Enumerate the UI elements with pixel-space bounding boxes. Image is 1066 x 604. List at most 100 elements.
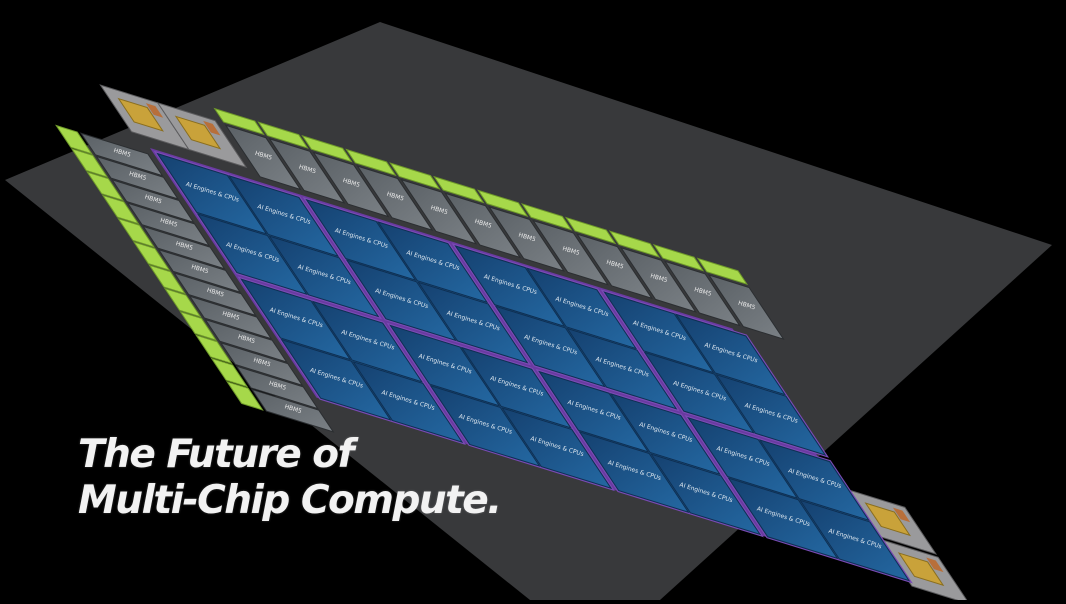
headline-line-1: The Future of bbox=[78, 432, 354, 477]
hbm-base-pad bbox=[564, 216, 617, 245]
hbm-stack-label: HBM5 bbox=[159, 217, 178, 229]
hbm-stack-label: HBM5 bbox=[253, 357, 272, 369]
compute-tile bbox=[352, 360, 464, 443]
hbm-base-pad bbox=[696, 257, 749, 286]
io-die-component bbox=[926, 557, 944, 573]
compute-tile bbox=[758, 439, 870, 522]
compute-tile bbox=[538, 370, 650, 453]
hbm-base-pad bbox=[101, 194, 140, 225]
hbm-stack-label: HBM5 bbox=[737, 300, 756, 312]
io-die-component bbox=[892, 507, 911, 523]
hbm-stack bbox=[173, 272, 257, 317]
hbm-base-pad bbox=[257, 121, 309, 149]
io-die-chip bbox=[897, 552, 945, 587]
hbm-stack-label: HBM5 bbox=[190, 264, 209, 276]
hbm-base-pad bbox=[210, 357, 249, 388]
hbm-base-pad bbox=[477, 189, 529, 217]
hbm-base-pad bbox=[608, 230, 661, 258]
compute-tile bbox=[500, 407, 613, 490]
hbm-stacks-bottom: HBM5HBM5HBM5HBM5HBM5HBM5HBM5HBM5HBM5HBM5… bbox=[55, 124, 335, 433]
hbm-stack bbox=[188, 295, 273, 340]
compute-tile bbox=[643, 351, 755, 434]
hbm-stack bbox=[532, 219, 609, 286]
hbm-stacks-top: HBM5HBM5HBM5HBM5HBM5HBM5HBM5HBM5HBM5HBM5… bbox=[213, 107, 785, 340]
hbm-base-pad bbox=[652, 243, 705, 272]
hbm-stack-label: HBM5 bbox=[268, 380, 287, 392]
hbm-base-pad bbox=[179, 311, 218, 341]
io-die-chip bbox=[174, 115, 222, 150]
hbm-stack-label: HBM5 bbox=[254, 150, 273, 162]
io-dies bbox=[99, 84, 970, 604]
hbm-stack bbox=[126, 202, 211, 247]
hbm-stack bbox=[235, 365, 319, 410]
compute-tile bbox=[798, 499, 911, 582]
hbm-base-pad bbox=[433, 175, 485, 204]
compute-tile bbox=[460, 346, 573, 429]
hbm-base-pad bbox=[301, 134, 353, 163]
compute-tile bbox=[649, 453, 762, 536]
compute-tile bbox=[566, 327, 678, 410]
hbm-stack bbox=[619, 246, 697, 313]
compute-tile bbox=[578, 431, 690, 514]
hbm-base-pad bbox=[132, 241, 171, 272]
hbm-stack-label: HBM5 bbox=[605, 259, 624, 271]
hbm-stack bbox=[224, 124, 302, 191]
hbm-stack bbox=[268, 138, 346, 204]
hbm-base-pad bbox=[86, 171, 124, 202]
compute-tile bbox=[494, 305, 606, 388]
hbm-base-pad bbox=[117, 217, 156, 248]
io-die-chip bbox=[864, 502, 912, 537]
compute-tile bbox=[305, 198, 417, 281]
hbm-stack bbox=[356, 165, 434, 232]
hbm-base-pad bbox=[213, 107, 265, 136]
compute-tile bbox=[196, 213, 308, 296]
hbm-base-pad bbox=[70, 147, 109, 178]
compute-tile bbox=[525, 267, 638, 350]
hbm-stack bbox=[663, 260, 741, 327]
hbm-base-pad bbox=[194, 334, 233, 365]
io-die-component bbox=[203, 120, 221, 136]
hbm-stack bbox=[575, 233, 653, 300]
compute-tile bbox=[687, 416, 799, 499]
hbm-base-pad bbox=[389, 162, 441, 190]
hbm-stack bbox=[219, 342, 304, 387]
hbm-stack bbox=[157, 248, 242, 293]
compute-tile bbox=[268, 235, 380, 318]
headline-line-2: Multi-Chip Compute. bbox=[78, 478, 502, 523]
hbm-stack bbox=[488, 206, 566, 272]
hbm-stack-label: HBM5 bbox=[128, 170, 147, 182]
compute-tile bbox=[227, 174, 340, 257]
compute-tile bbox=[280, 338, 392, 421]
hbm-stack-label: HBM5 bbox=[284, 403, 303, 415]
hbm-stack-label: HBM5 bbox=[221, 310, 240, 322]
compute-tile bbox=[727, 477, 839, 560]
compute-tile bbox=[417, 281, 529, 364]
compute-tile bbox=[156, 152, 268, 235]
hbm-stack-label: HBM5 bbox=[237, 333, 256, 345]
hbm-stack-label: HBM5 bbox=[649, 272, 668, 284]
hbm-stack bbox=[312, 151, 390, 218]
compute-tile bbox=[429, 384, 541, 467]
compute-tile bbox=[674, 313, 787, 396]
hbm-stack-label: HBM5 bbox=[386, 191, 405, 203]
hbm-stack-label: HBM5 bbox=[175, 240, 194, 252]
hbm-stack-label: HBM5 bbox=[342, 177, 361, 189]
compute-tile bbox=[603, 291, 715, 374]
hbm-stack-label: HBM5 bbox=[144, 194, 163, 206]
hbm-stack bbox=[110, 178, 195, 224]
compute-tile bbox=[454, 245, 566, 328]
hbm-stack bbox=[204, 318, 288, 363]
compute-tile bbox=[311, 300, 424, 383]
hbm-stack bbox=[79, 132, 164, 177]
hbm-stack bbox=[95, 155, 180, 200]
hbm-stack-label: HBM5 bbox=[206, 287, 225, 299]
compute-tile bbox=[609, 392, 721, 475]
hbm-stack bbox=[444, 192, 522, 259]
hbm-stack-label: HBM5 bbox=[113, 147, 132, 159]
compute-tile bbox=[240, 278, 352, 361]
hbm-stack-label: HBM5 bbox=[693, 286, 712, 298]
hbm-base-pad bbox=[163, 287, 202, 318]
